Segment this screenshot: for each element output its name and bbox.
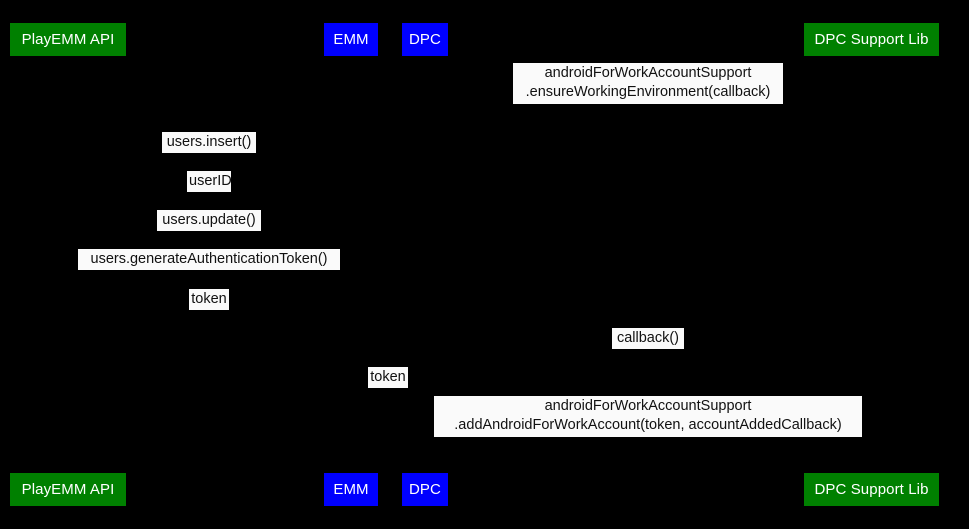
participant-label: PlayEMM API xyxy=(21,481,115,498)
participant-label: PlayEMM API xyxy=(21,31,115,48)
message-label-add-android-for-work-account[interactable]: androidForWorkAccountSupport .addAndroidF… xyxy=(434,396,862,437)
message-label-line: users.update() xyxy=(162,212,256,228)
participant-box-dpc-support-lib[interactable]: DPC Support Lib xyxy=(804,23,939,56)
participant-box-playemm-api[interactable]: PlayEMM API xyxy=(10,23,126,56)
participant-label: DPC Support Lib xyxy=(814,481,929,498)
message-label-users-generate-authentication-token[interactable]: users.generateAuthenticationToken() xyxy=(78,249,340,270)
message-label-line: androidForWorkAccountSupport xyxy=(544,398,752,414)
participant-label: DPC Support Lib xyxy=(814,31,929,48)
message-label-line: .ensureWorkingEnvironment(callback) xyxy=(525,84,771,100)
participant-label: DPC xyxy=(409,481,441,498)
participant-box-emm[interactable]: EMM xyxy=(324,23,378,56)
message-label-user-id[interactable]: userID xyxy=(187,171,232,192)
participant-box-dpc[interactable]: DPC xyxy=(402,23,448,56)
participant-box-playemm-api[interactable]: PlayEMM API xyxy=(10,473,126,506)
participant-box-dpc-support-lib[interactable]: DPC Support Lib xyxy=(804,473,939,506)
message-label-ensure-working-environment[interactable]: androidForWorkAccountSupport .ensureWorki… xyxy=(513,63,783,104)
participant-label: EMM xyxy=(333,481,369,498)
message-label-line: androidForWorkAccountSupport xyxy=(544,65,752,81)
message-label-users-insert[interactable]: users.insert() xyxy=(162,132,256,153)
message-label-line: token xyxy=(370,369,406,385)
message-label-line: .addAndroidForWorkAccount(token, account… xyxy=(454,417,842,433)
message-label-token-to-dpc[interactable]: token xyxy=(368,367,408,388)
message-label-line: token xyxy=(191,291,227,307)
message-label-line: callback() xyxy=(616,330,680,346)
message-label-users-update[interactable]: users.update() xyxy=(157,210,261,231)
message-label-line: users.insert() xyxy=(166,134,252,150)
message-label-callback[interactable]: callback() xyxy=(612,328,684,349)
message-label-line: userID xyxy=(189,173,232,189)
participant-box-dpc[interactable]: DPC xyxy=(402,473,448,506)
participant-label: DPC xyxy=(409,31,441,48)
participant-box-emm[interactable]: EMM xyxy=(324,473,378,506)
message-label-token-to-emm[interactable]: token xyxy=(189,289,229,310)
message-label-line: users.generateAuthenticationToken() xyxy=(90,251,328,267)
participant-label: EMM xyxy=(333,31,369,48)
